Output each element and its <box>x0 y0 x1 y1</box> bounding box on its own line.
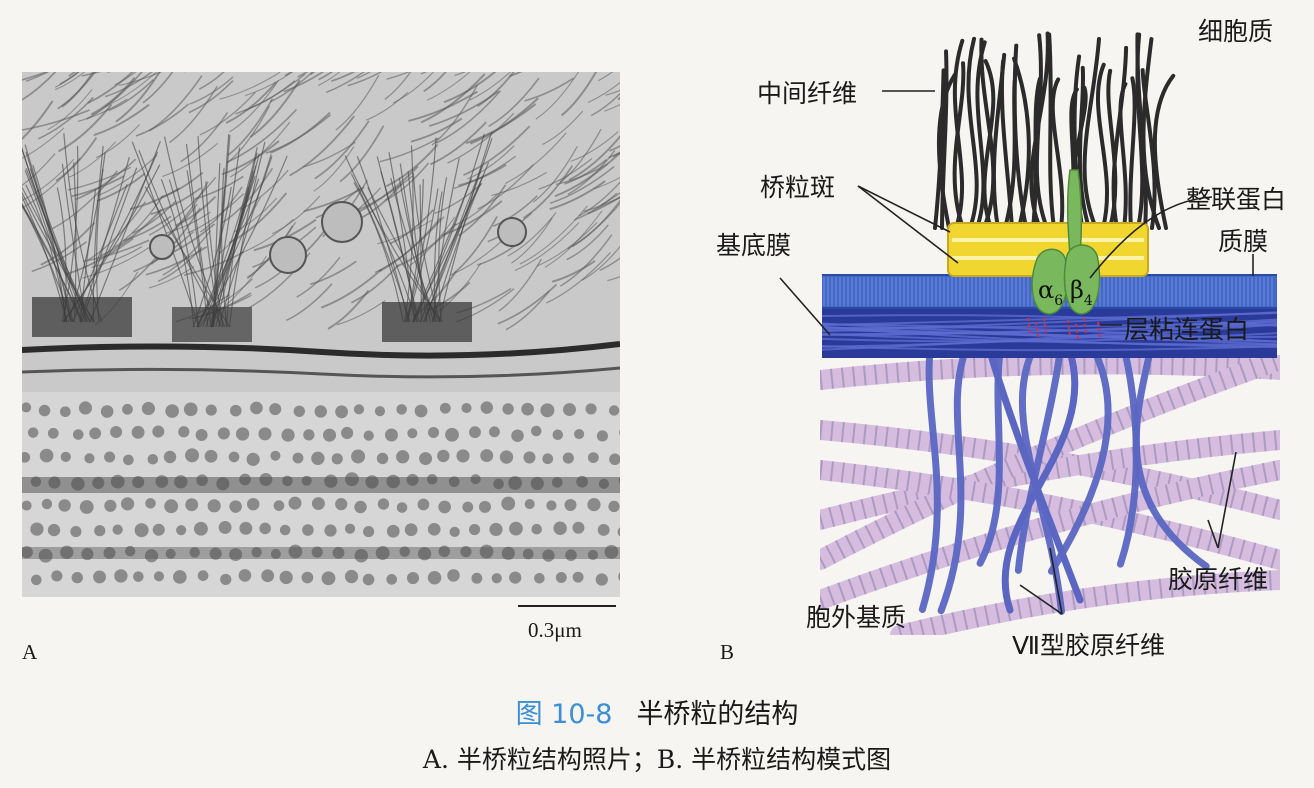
micrograph-image <box>22 72 620 597</box>
integrin-alpha6-beta4: α6 β4 <box>1031 169 1101 315</box>
scale-bar-label: 0.3μm <box>528 618 582 642</box>
micrograph-photo <box>22 72 620 597</box>
figure-title: 半桥粒的结构 <box>636 699 799 730</box>
label-laminin: 层粘连蛋白 <box>1124 315 1250 344</box>
figure-caption-title: 图 10-8 半桥粒的结构 <box>0 692 1314 731</box>
panel-letter-a: A <box>22 640 38 664</box>
label-collagen-fiber: 胶原纤维 <box>1168 565 1269 594</box>
label-cytoplasm: 细胞质 <box>1198 17 1274 46</box>
label-extracellular-matrix: 胞外基质 <box>806 603 907 632</box>
label-plasma-membrane: 质膜 <box>1218 227 1269 256</box>
label-type-vii-collagen: Ⅶ型胶原纤维 <box>1012 631 1165 660</box>
laminin-marks <box>1027 317 1101 341</box>
label-basement-membrane: 基底膜 <box>716 231 792 260</box>
panel-letter-b: B <box>720 640 735 664</box>
beta-label: β4 <box>1070 276 1093 309</box>
label-intermediate-filament: 中间纤维 <box>757 79 858 108</box>
leader-lines <box>779 90 1254 615</box>
label-integrin: 整联蛋白 <box>1186 185 1287 214</box>
figure-subcaption: A. 半桥粒结构照片；B. 半桥粒结构模式图 <box>422 745 892 774</box>
scale-bar <box>518 605 616 607</box>
basal-lamina <box>821 308 1278 358</box>
alpha-label: α6 <box>1038 276 1063 309</box>
label-hemidesmosome-plaque: 桥粒斑 <box>760 173 836 202</box>
hemidesmosome-diagram: α6 β4 <box>779 31 1280 635</box>
type-vii-collagen <box>918 348 1210 615</box>
intermediate-filaments <box>933 31 1176 230</box>
figure-number: 图 10-8 <box>515 699 613 730</box>
